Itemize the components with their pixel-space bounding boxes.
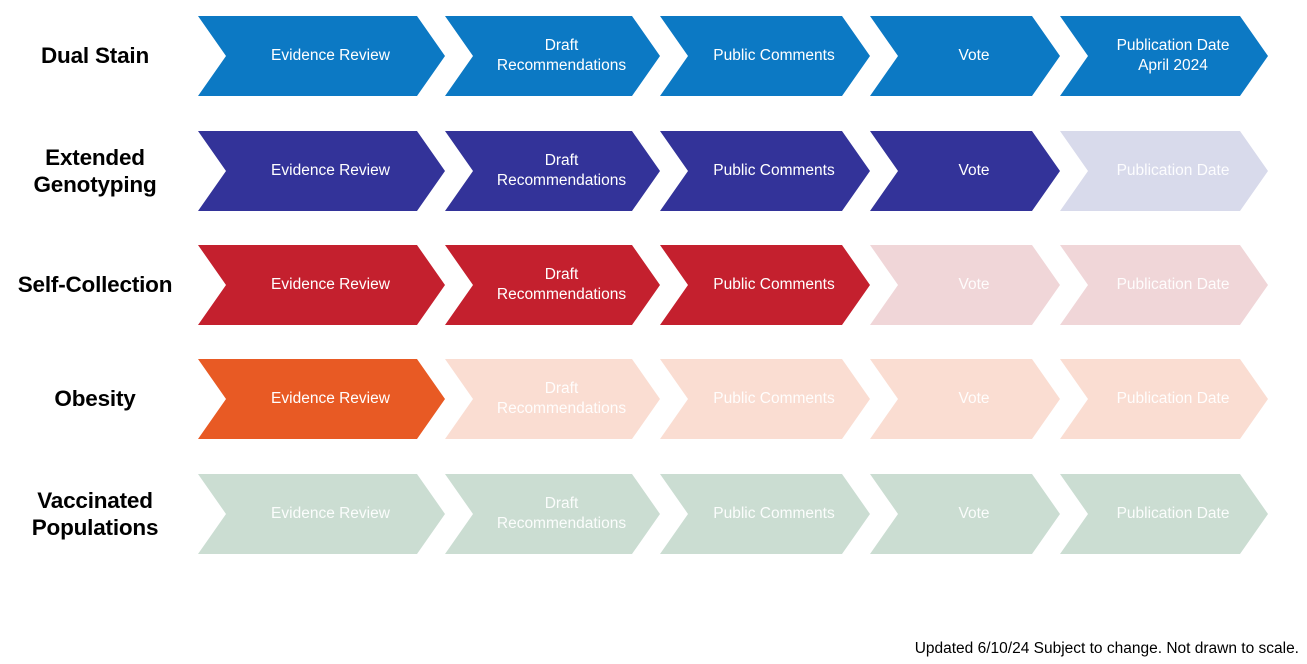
stage-label: Draft Recommendations	[496, 494, 627, 532]
stage-label: Vote	[958, 275, 990, 293]
stage-chevron[interactable]: Vote	[870, 359, 1060, 439]
stage-label: Evidence Review	[271, 275, 390, 293]
stage-label: Vote	[958, 504, 990, 522]
stage-label: Public Comments	[713, 504, 835, 522]
topic-row: Obesity Evidence Review Draft Recommendati…	[0, 359, 1307, 439]
stage-chevron[interactable]: Public Comments	[660, 131, 870, 211]
topic-label: Extended Genotyping	[33, 144, 157, 197]
stage-chevron[interactable]: Public Comments	[660, 359, 870, 439]
stage-track: Evidence Review Draft Recommendations Publ…	[198, 359, 1268, 439]
stage-label: Public Comments	[713, 389, 835, 407]
stage-label: Evidence Review	[271, 161, 390, 179]
stage-label: Publication Date	[1116, 161, 1230, 179]
stage-chevron[interactable]: Draft Recommendations	[445, 131, 660, 211]
stage-chevron[interactable]: Evidence Review	[198, 474, 445, 554]
stage-label: Public Comments	[713, 275, 835, 293]
stage-chevron[interactable]: Public Comments	[660, 16, 870, 96]
topic-row: Extended Genotyping Evidence Review Draft …	[0, 131, 1307, 211]
stage-chevron[interactable]: Publication Date	[1060, 474, 1268, 554]
stage-label: Public Comments	[713, 46, 835, 64]
stage-track: Evidence Review Draft Recommendations Publ…	[198, 474, 1268, 554]
stage-label: Publication Date	[1116, 504, 1230, 522]
topic-label: Dual Stain	[40, 43, 150, 69]
stage-chevron[interactable]: Draft Recommendations	[445, 16, 660, 96]
stage-chevron[interactable]: Evidence Review	[198, 16, 445, 96]
stage-chevron[interactable]: Vote	[870, 474, 1060, 554]
stage-label: Publication Date	[1116, 389, 1230, 407]
stage-chevron[interactable]: Publication Date	[1060, 245, 1268, 325]
stage-chevron[interactable]: Draft Recommendations	[445, 474, 660, 554]
stage-track: Evidence Review Draft Recommendations Publ…	[198, 16, 1268, 96]
stage-chevron[interactable]: Evidence Review	[198, 359, 445, 439]
topic-row: Vaccinated Populations Evidence Review Dra…	[0, 474, 1307, 554]
stage-label: Vote	[958, 161, 990, 179]
stage-label: Publication Date April 2024	[1116, 36, 1230, 74]
stage-chevron[interactable]: Vote	[870, 131, 1060, 211]
topic-row: Self-Collection Evidence Review Draft Reco…	[0, 245, 1307, 325]
topic-label: Vaccinated Populations	[31, 487, 159, 540]
stage-label: Evidence Review	[271, 504, 390, 522]
stage-label: Draft Recommendations	[496, 36, 627, 74]
stage-label: Vote	[958, 46, 990, 64]
stage-chevron[interactable]: Draft Recommendations	[445, 359, 660, 439]
stage-label: Evidence Review	[271, 389, 390, 407]
stage-chevron[interactable]: Evidence Review	[198, 245, 445, 325]
stage-label: Draft Recommendations	[496, 379, 627, 417]
topic-row: Dual Stain Evidence Review Draft Recommend…	[0, 16, 1307, 96]
stage-label: Public Comments	[713, 161, 835, 179]
footnote-text: Updated 6/10/24 Subject to change. Not d…	[914, 640, 1299, 657]
stage-chevron[interactable]: Evidence Review	[198, 131, 445, 211]
stage-track: Evidence Review Draft Recommendations Publ…	[198, 245, 1268, 325]
stage-label: Publication Date	[1116, 275, 1230, 293]
stage-label: Draft Recommendations	[496, 151, 627, 189]
stage-chevron[interactable]: Publication Date April 2024	[1060, 16, 1268, 96]
stage-chevron[interactable]: Publication Date	[1060, 131, 1268, 211]
topic-label: Self-Collection	[17, 272, 173, 298]
stage-chevron[interactable]: Draft Recommendations	[445, 245, 660, 325]
topic-label: Obesity	[54, 386, 136, 412]
stage-label: Evidence Review	[271, 46, 390, 64]
stage-chevron[interactable]: Publication Date	[1060, 359, 1268, 439]
stage-label: Vote	[958, 389, 990, 407]
stage-label: Draft Recommendations	[496, 265, 627, 303]
stage-chevron[interactable]: Vote	[870, 16, 1060, 96]
stage-chevron[interactable]: Vote	[870, 245, 1060, 325]
stage-chevron[interactable]: Public Comments	[660, 245, 870, 325]
stage-track: Evidence Review Draft Recommendations Publ…	[198, 131, 1268, 211]
stage-chevron[interactable]: Public Comments	[660, 474, 870, 554]
